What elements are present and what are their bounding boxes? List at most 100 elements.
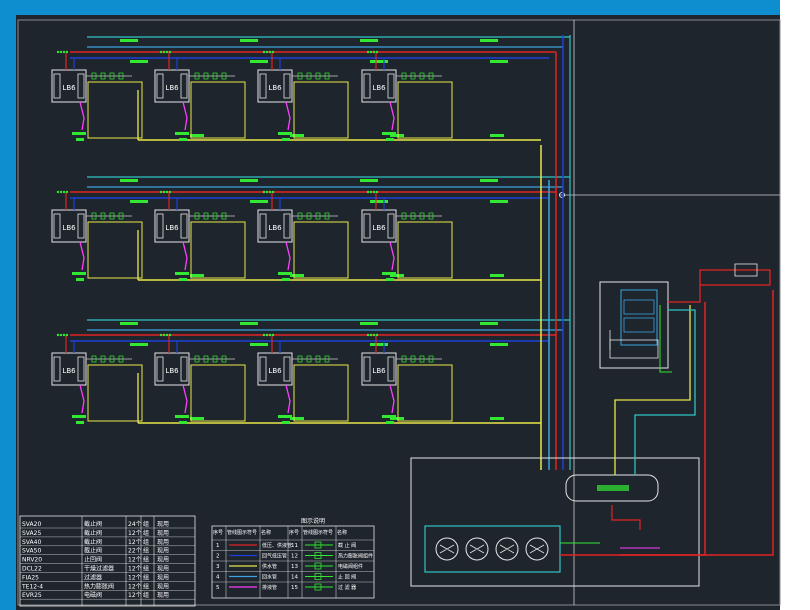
legend-number: 14 xyxy=(291,575,298,581)
unit-coil xyxy=(364,214,370,238)
machine-room-box xyxy=(411,458,699,586)
table-cell: 现用 xyxy=(157,574,169,581)
valve-dot xyxy=(166,51,168,53)
pipe-label xyxy=(190,274,204,277)
valve-dot xyxy=(63,191,65,193)
unit-label: LB6 xyxy=(165,84,179,92)
legend-name: 电磁阀组件 xyxy=(338,563,363,570)
pipe-label xyxy=(130,343,148,346)
legend-number: 4 xyxy=(216,575,220,581)
valve-dot xyxy=(370,51,372,53)
table-cell: 热力膨胀阀 xyxy=(84,582,114,590)
valve-dot xyxy=(166,191,168,193)
water-loop xyxy=(294,82,348,138)
unit-coil xyxy=(181,74,187,98)
table-cell: 12个 xyxy=(128,539,142,546)
condensate-drain xyxy=(286,385,290,413)
drain-label xyxy=(282,421,290,424)
cooling-tower xyxy=(600,282,668,368)
valve-dot xyxy=(269,191,271,193)
valve-dot xyxy=(57,191,59,193)
unit-label: LB6 xyxy=(62,224,76,232)
water-loop xyxy=(191,222,245,278)
pipe-label xyxy=(250,343,268,346)
evaporator-unit: LB6 xyxy=(362,191,452,281)
water-loop xyxy=(398,365,452,421)
unit-coil xyxy=(157,357,163,381)
table-cell: 组 xyxy=(143,565,149,573)
unit-coil xyxy=(388,74,394,98)
drain-label xyxy=(76,138,84,141)
equipment-table: SVA20截止阀24个组现用SVA25截止阀12个组现用SVA40截止阀12个组… xyxy=(20,516,195,606)
water-loop xyxy=(294,222,348,278)
drain-label xyxy=(382,415,396,418)
drain-label xyxy=(278,272,292,275)
unit-coil xyxy=(364,357,370,381)
valve-dot xyxy=(373,191,375,193)
table-cell: 干燥过滤器 xyxy=(84,565,114,573)
table-cell: 现用 xyxy=(157,539,169,546)
compressor-fans xyxy=(436,538,548,560)
drain-label xyxy=(282,138,290,141)
table-cell: TE12-4 xyxy=(21,583,43,590)
pipe-label xyxy=(490,60,508,63)
table-cell: 现用 xyxy=(157,592,169,599)
unit-label: LB6 xyxy=(268,367,282,375)
legend-header: 管线图示符号 xyxy=(303,529,333,536)
pipe-label xyxy=(290,417,304,420)
pipe-label xyxy=(240,322,258,325)
pipe-label xyxy=(370,60,388,63)
condensate-drain xyxy=(183,242,187,270)
legend-table: 图示说明序号管线图示符号名称序号管线图示符号名称1低压、供液管11截 止 阀2回… xyxy=(212,517,374,598)
condensate-drain xyxy=(390,242,394,270)
pipe-label xyxy=(490,274,504,277)
table-cell: 截止阀 xyxy=(84,529,102,537)
condensate-drain xyxy=(80,385,84,413)
evaporator-unit: LB6 xyxy=(362,51,452,141)
valve-dot xyxy=(266,334,268,336)
valve-dot xyxy=(269,334,271,336)
drain-label xyxy=(76,421,84,424)
drain-label xyxy=(76,278,84,281)
pipe-label xyxy=(240,179,258,182)
evaporator-row: LB6LB6LB6LB6 xyxy=(52,37,570,141)
unit-coil xyxy=(54,214,60,238)
pipe-label xyxy=(120,179,138,182)
drain-label xyxy=(72,415,86,418)
table-cell: 组 xyxy=(143,520,149,528)
valve-dot xyxy=(272,191,274,193)
evaporator-unit: LB6 xyxy=(155,334,245,424)
valve-dot xyxy=(266,191,268,193)
unit-label: LB6 xyxy=(268,84,282,92)
water-loop xyxy=(294,365,348,421)
pipe-label xyxy=(480,322,498,325)
table-cell: 电磁阀 xyxy=(84,591,102,599)
valve-dot xyxy=(367,191,369,193)
valve-dot xyxy=(272,51,274,53)
unit-label: LB6 xyxy=(372,84,386,92)
table-cell: 12个 xyxy=(128,557,142,564)
valve-dot xyxy=(66,191,68,193)
water-loop xyxy=(191,82,245,138)
valve-dot xyxy=(160,334,162,336)
unit-label: LB6 xyxy=(372,367,386,375)
table-cell: 组 xyxy=(143,573,149,581)
pipe-label xyxy=(190,134,204,137)
pipe-label xyxy=(130,200,148,203)
water-loop xyxy=(191,365,245,421)
legend-number: 15 xyxy=(291,585,298,591)
pipe-label xyxy=(360,39,378,42)
drain-label xyxy=(179,421,187,424)
table-cell: SVA50 xyxy=(22,548,41,555)
valve-dot xyxy=(57,51,59,53)
drain-label xyxy=(179,278,187,281)
evaporator-unit: LB6 xyxy=(362,334,452,424)
unit-coil xyxy=(260,214,266,238)
valve-dot xyxy=(376,191,378,193)
water-loop xyxy=(398,82,452,138)
drawing-frame xyxy=(18,20,780,605)
pipe-label xyxy=(490,134,504,137)
pipe-label xyxy=(370,343,388,346)
drain-label xyxy=(175,272,189,275)
unit-label: LB6 xyxy=(165,367,179,375)
